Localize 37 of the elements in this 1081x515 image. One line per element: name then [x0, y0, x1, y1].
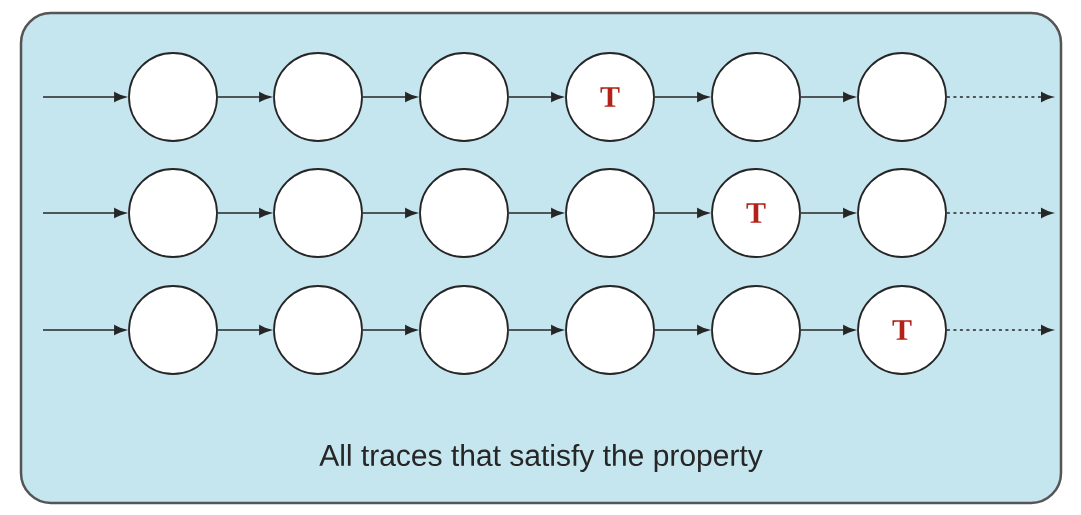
state-circle — [128, 52, 218, 142]
state-circle — [273, 285, 363, 375]
arrow — [508, 325, 564, 335]
arrow — [654, 92, 710, 102]
arrow — [42, 325, 127, 335]
state-circle — [565, 285, 655, 375]
arrow — [654, 325, 710, 335]
state-circle — [273, 168, 363, 258]
state-circle — [419, 52, 509, 142]
state-circle — [711, 285, 801, 375]
arrow — [800, 92, 856, 102]
arrow — [946, 325, 1053, 335]
arrow — [362, 325, 418, 335]
arrow — [42, 92, 127, 102]
state-circle — [419, 285, 509, 375]
arrow — [217, 92, 272, 102]
arrow — [946, 92, 1053, 102]
state-circle — [711, 52, 801, 142]
arrow — [217, 325, 272, 335]
arrow — [800, 208, 856, 218]
state-circle — [128, 168, 218, 258]
arrow — [362, 208, 418, 218]
arrow — [654, 208, 710, 218]
state-circle — [419, 168, 509, 258]
arrow — [508, 208, 564, 218]
state-circle — [565, 168, 655, 258]
state-circle — [857, 52, 947, 142]
arrow — [508, 92, 564, 102]
arrow — [800, 325, 856, 335]
state-circle — [273, 52, 363, 142]
caption-text: All traces that satisfy the property — [319, 444, 763, 472]
arrow — [362, 92, 418, 102]
arrow — [217, 208, 272, 218]
state-circle — [857, 168, 947, 258]
arrow — [42, 208, 127, 218]
state-circle — [128, 285, 218, 375]
arrow — [946, 208, 1053, 218]
